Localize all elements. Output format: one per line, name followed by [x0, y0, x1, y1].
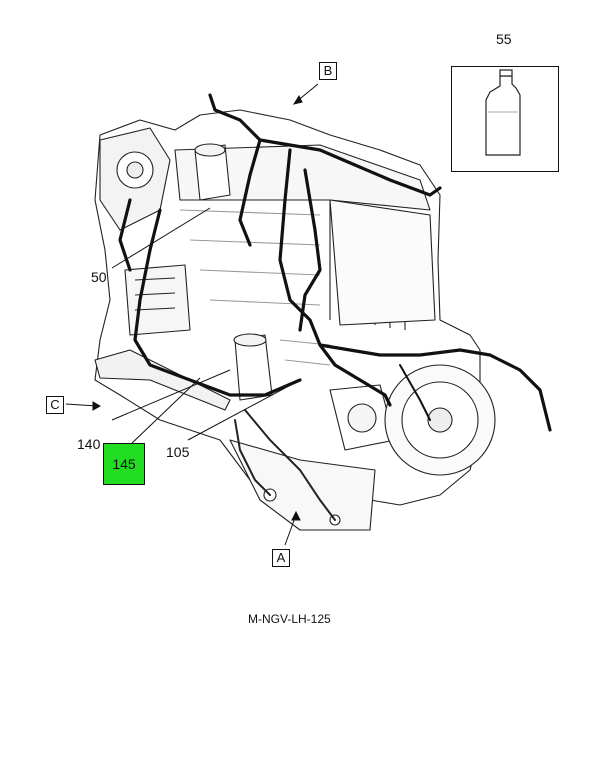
- view-label-a: A: [272, 549, 290, 567]
- ground-cable: [234, 409, 336, 521]
- view-arrows: [65, 83, 319, 521]
- callout-145-label: 145: [112, 456, 136, 472]
- oil-bottle-icon: [485, 69, 521, 156]
- callout-140: 140: [77, 436, 101, 452]
- callout-105: 105: [166, 444, 190, 460]
- wiring-harness: [118, 93, 552, 432]
- engine-block: [94, 109, 496, 531]
- figure-code: M-NGV-LH-125: [248, 612, 331, 626]
- leader-lines: [111, 207, 301, 546]
- view-label-b: B: [319, 62, 337, 80]
- callout-50: 50: [91, 269, 107, 285]
- callout-55: 55: [496, 31, 512, 47]
- callout-145-highlight[interactable]: 145: [103, 443, 145, 485]
- view-label-c: C: [46, 396, 64, 414]
- inset-frame: [451, 66, 559, 172]
